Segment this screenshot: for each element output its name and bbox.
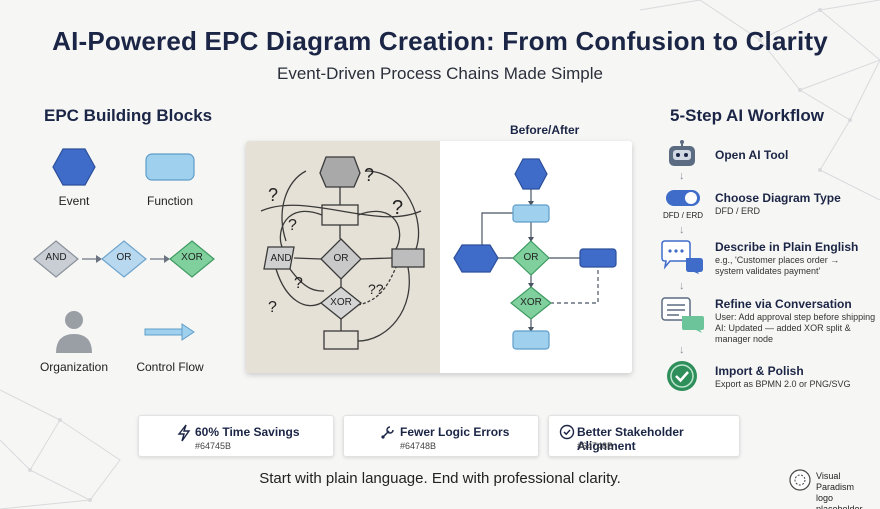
arrow-down-icon: ↓	[679, 224, 685, 236]
stat-sub: #64748B	[577, 441, 614, 451]
before-question-mark: ?	[268, 185, 279, 205]
before-after-panel: AND OR XOR ? ? ? ? ? ? ?? OR	[246, 141, 632, 373]
stat-sub: #64745B	[195, 441, 232, 451]
workflow-heading: 5-Step AI Workflow	[670, 106, 824, 125]
wrench-icon	[381, 426, 394, 439]
stat-title: Fewer Logic Errors	[400, 425, 510, 439]
arrow-down-icon: ↓	[679, 344, 685, 356]
step-1-title: Open AI Tool	[715, 148, 789, 162]
stat-sub: #64748B	[400, 441, 437, 451]
arrow-down-icon: ↓	[679, 170, 685, 182]
organization-label: Organization	[39, 360, 109, 374]
function-rect-icon	[145, 153, 195, 181]
lightning-icon	[177, 424, 191, 442]
step-4-title: Refine via Conversation	[715, 297, 852, 311]
after-diagram	[453, 158, 617, 350]
before-and-label: AND	[270, 253, 292, 264]
building-blocks-heading: EPC Building Blocks	[44, 106, 213, 125]
robot-icon	[669, 140, 695, 166]
step-4-desc-line: User: Add approval step before shipping	[715, 312, 876, 322]
before-after-heading: Before/After	[510, 123, 580, 137]
gateways-row	[33, 240, 215, 278]
step-2-desc: DFD / ERD	[715, 206, 760, 216]
page-title: AI-Powered EPC Diagram Creation: From Co…	[52, 26, 828, 56]
stat-card-logic-errors: Fewer Logic Errors #64748B	[343, 415, 539, 457]
step-2-title: Choose Diagram Type	[715, 191, 841, 205]
organization-person-icon	[56, 311, 92, 353]
before-question-mark: ?	[364, 165, 375, 185]
step-4-desc-line: manager node	[715, 334, 774, 344]
before-question-mark: ??	[368, 281, 384, 297]
event-hexagon-icon	[52, 148, 96, 186]
xor-gateway-label: XOR	[181, 252, 203, 263]
stat-title: 60% Time Savings	[195, 425, 300, 439]
step-3-desc-line: e.g., 'Customer places order →	[715, 255, 840, 265]
stat-title: Better Stakeholder Alignment	[577, 425, 684, 453]
step-4-desc-line: AI: Updated — added XOR split &	[715, 323, 851, 333]
logo-line: logo placeholder	[816, 493, 863, 509]
step-5-title: Import & Polish	[715, 364, 804, 378]
before-question-mark: ?	[294, 275, 303, 292]
after-xor-label: XOR	[520, 297, 542, 308]
arrow-down-icon: ↓	[679, 280, 685, 292]
stat-card-time-savings: 60% Time Savings #64745B	[138, 415, 334, 457]
control-flow-label: Control Flow	[136, 360, 204, 374]
step-5-desc: Export as BPMN 2.0 or PNG/SVG	[715, 379, 851, 389]
toggle-icon	[666, 190, 700, 206]
check-circle-icon	[559, 424, 575, 440]
before-xor-label: XOR	[330, 297, 352, 308]
before-sketch	[260, 156, 425, 350]
stat-card-alignment: Better Stakeholder Alignment #64748B	[548, 415, 740, 457]
before-question-mark: ?	[268, 299, 277, 316]
before-question-mark: ?	[392, 197, 404, 219]
event-label: Event	[58, 194, 90, 208]
logo-line: Visual Paradism	[816, 471, 855, 492]
toggle-caption: DFD / ERD	[663, 211, 703, 220]
check-badge-icon	[667, 361, 697, 391]
and-gateway-label: AND	[45, 252, 67, 263]
before-question-mark: ?	[288, 217, 297, 234]
control-flow-arrow-icon	[144, 323, 195, 341]
logo-placeholder-icon	[789, 469, 811, 491]
or-gateway-label: OR	[116, 252, 132, 263]
footer-tagline: Start with plain language. End with prof…	[259, 470, 621, 487]
step-3-desc-line: system validates payment'	[715, 266, 821, 276]
after-or-label: OR	[523, 252, 539, 263]
before-or-label: OR	[333, 253, 349, 264]
page-subtitle: Event-Driven Process Chains Made Simple	[277, 64, 603, 83]
conversation-icon	[661, 297, 704, 333]
logo-placeholder: Visual Paradism logo placeholder	[816, 471, 880, 509]
step-3-title: Describe in Plain English	[715, 240, 859, 254]
chat-bubbles-icon	[661, 240, 703, 274]
function-label: Function	[146, 194, 194, 208]
